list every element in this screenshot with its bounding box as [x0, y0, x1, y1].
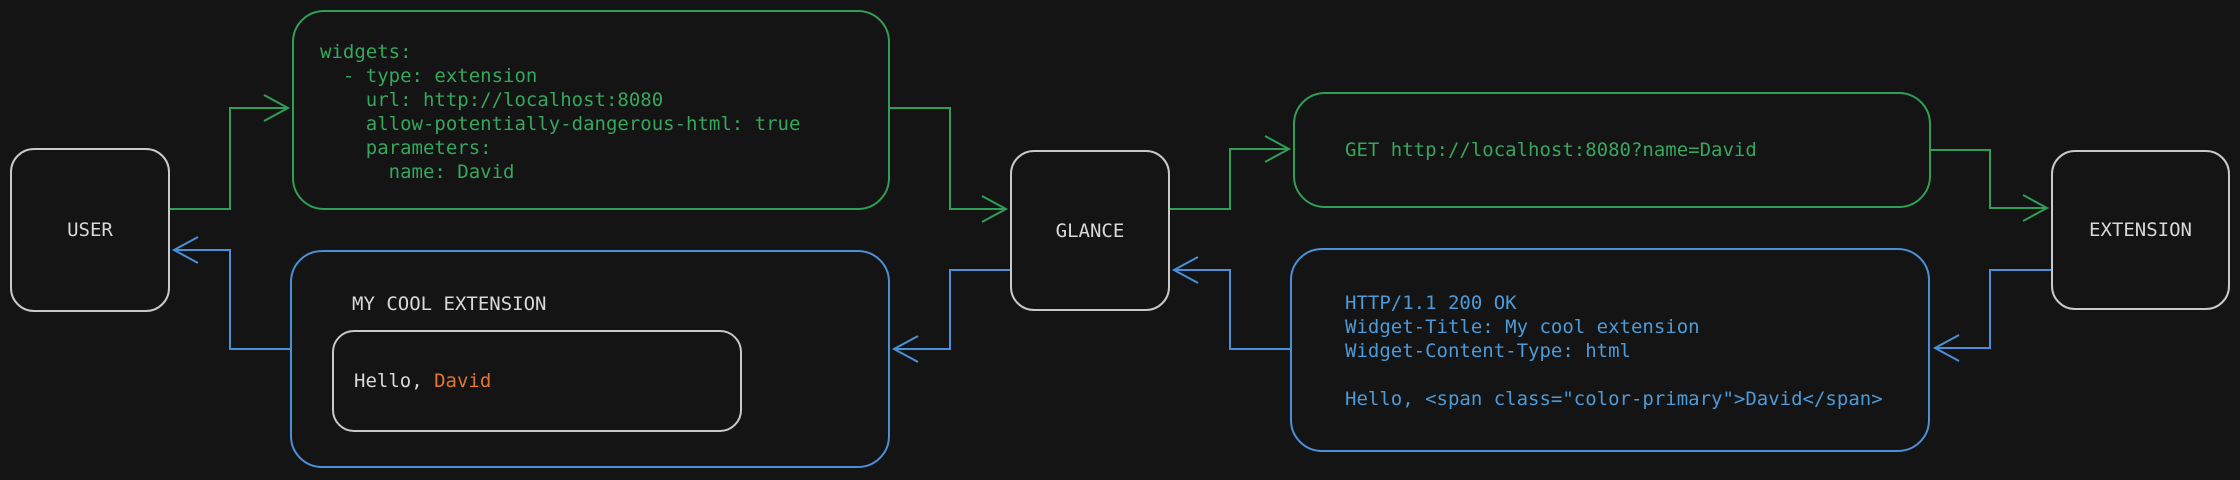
- request-text: GET http://localhost:8080?name=David: [1345, 139, 1757, 161]
- arrow-glance-to-request: [1170, 135, 1292, 210]
- http-request-box: GET http://localhost:8080?name=David: [1293, 92, 1931, 208]
- node-extension: EXTENSION: [2051, 150, 2230, 310]
- widget-config-box: widgets: - type: extension url: http://l…: [292, 10, 890, 210]
- node-user-label: USER: [67, 219, 113, 241]
- widget-inner-box: Hello, David: [332, 330, 742, 432]
- config-line: parameters:: [320, 137, 492, 159]
- greeting-name: David: [434, 370, 492, 392]
- arrow-request-to-extension: [1931, 149, 2050, 222]
- response-line: Hello, <span class="color-primary">David…: [1345, 388, 1883, 410]
- node-user: USER: [10, 148, 170, 312]
- config-line: widgets:: [320, 41, 412, 63]
- node-glance: GLANCE: [1010, 150, 1170, 311]
- config-line: - type: extension: [320, 65, 538, 87]
- response-line: Widget-Title: My cool extension: [1345, 316, 1700, 338]
- response-line: [1345, 363, 1928, 387]
- config-line: url: http://localhost:8080: [320, 89, 664, 111]
- arrow-response-to-glance: [1171, 256, 1290, 350]
- greeting-text: Hello,: [354, 370, 435, 392]
- config-line: name: David: [320, 161, 515, 183]
- arrow-extension-to-response: [1932, 269, 2051, 362]
- config-line: allow-potentially-dangerous-html: true: [320, 113, 801, 135]
- response-line: Widget-Content-Type: html: [1345, 340, 1631, 362]
- response-line: HTTP/1.1 200 OK: [1345, 292, 1517, 314]
- node-extension-label: EXTENSION: [2089, 219, 2192, 241]
- arrow-glance-to-widget: [891, 269, 1010, 363]
- rendered-widget-box: MY COOL EXTENSION Hello, David: [290, 250, 890, 468]
- widget-title: MY COOL EXTENSION: [352, 293, 547, 315]
- http-response-box: HTTP/1.1 200 OK Widget-Title: My cool ex…: [1290, 248, 1930, 452]
- arrow-widget-to-user: [171, 236, 290, 350]
- arrow-user-to-config: [170, 94, 291, 210]
- arrow-config-to-glance: [890, 107, 1009, 223]
- node-glance-label: GLANCE: [1055, 219, 1125, 242]
